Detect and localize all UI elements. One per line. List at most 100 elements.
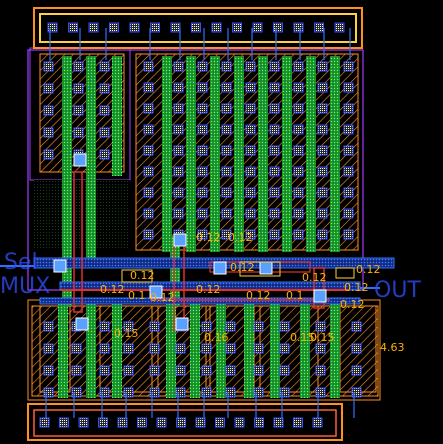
contact — [173, 145, 184, 156]
dim-label: 0.12 — [130, 269, 155, 282]
guide-box — [239, 261, 281, 277]
contact — [293, 124, 304, 135]
contact — [343, 82, 354, 93]
contact — [175, 387, 186, 398]
contact — [293, 22, 304, 33]
poly-gate — [330, 56, 340, 252]
poly-gate — [162, 56, 172, 252]
contact — [221, 229, 232, 240]
contact — [173, 166, 184, 177]
contact — [149, 321, 160, 332]
contact — [317, 166, 328, 177]
contact — [211, 22, 222, 33]
via — [173, 233, 187, 247]
contact — [59, 417, 69, 428]
contact — [173, 82, 184, 93]
contact — [317, 124, 328, 135]
contact — [43, 149, 54, 160]
contact — [343, 208, 354, 219]
contact — [317, 208, 328, 219]
contact — [143, 103, 154, 114]
dim-label: 0.12 — [230, 261, 255, 274]
contact — [143, 229, 154, 240]
via — [149, 285, 163, 299]
pin-label-in-b: MUX — [0, 274, 51, 299]
contact — [317, 145, 328, 156]
contact — [73, 127, 84, 138]
contact — [99, 61, 110, 72]
contact — [269, 145, 280, 156]
contact — [88, 22, 99, 33]
contact — [279, 343, 290, 354]
contact — [343, 145, 354, 156]
poly-gate — [166, 300, 176, 398]
contact — [351, 387, 362, 398]
poly-gate — [270, 300, 280, 398]
contact — [293, 229, 304, 240]
contact — [149, 365, 160, 376]
contact — [314, 22, 324, 33]
contact — [197, 145, 208, 156]
poly-gate — [86, 176, 96, 260]
via — [213, 261, 227, 275]
nmos-active — [39, 305, 71, 393]
poly-gate — [244, 300, 254, 398]
contact — [143, 208, 154, 219]
contact — [317, 103, 328, 114]
contact — [221, 187, 232, 198]
contact — [221, 103, 232, 114]
contact — [293, 145, 304, 156]
contact — [343, 187, 354, 198]
contact — [99, 83, 110, 94]
contact — [269, 103, 280, 114]
contact — [73, 105, 84, 116]
contact — [201, 343, 212, 354]
contact — [68, 22, 78, 33]
contact — [317, 82, 328, 93]
via — [313, 289, 327, 303]
contact — [156, 417, 167, 428]
contact — [197, 82, 208, 93]
contact — [293, 208, 304, 219]
metal2-wire — [73, 171, 83, 313]
poly-gate — [234, 56, 244, 252]
contact — [43, 61, 54, 72]
dim-label: 0.12 — [100, 283, 125, 296]
contact — [269, 82, 280, 93]
contact — [221, 61, 232, 72]
dim-label: 0.1 — [286, 289, 304, 302]
contact — [343, 103, 354, 114]
contact — [143, 82, 154, 93]
contact — [273, 417, 284, 428]
contact — [269, 208, 280, 219]
contact — [279, 365, 290, 376]
contact — [43, 105, 54, 116]
guide-box — [335, 267, 355, 279]
contact — [43, 83, 54, 94]
contact — [234, 417, 245, 428]
contact — [269, 166, 280, 177]
contact — [245, 208, 256, 219]
contact — [221, 208, 232, 219]
contact — [170, 22, 181, 33]
contact — [195, 417, 206, 428]
contact — [71, 343, 82, 354]
poly-gate — [112, 300, 122, 398]
contact — [245, 103, 256, 114]
contact — [99, 365, 110, 376]
contact — [317, 229, 328, 240]
dim-label: 0.12 — [196, 283, 221, 296]
contact — [351, 365, 362, 376]
contact — [143, 124, 154, 135]
contact — [279, 321, 290, 332]
contact — [173, 124, 184, 135]
contact — [225, 343, 236, 354]
contact — [175, 365, 186, 376]
dim-label: 0.16 — [204, 331, 229, 344]
contact — [232, 22, 242, 33]
via — [175, 317, 189, 331]
contact — [273, 22, 283, 33]
contact — [269, 124, 280, 135]
contact — [109, 22, 119, 33]
